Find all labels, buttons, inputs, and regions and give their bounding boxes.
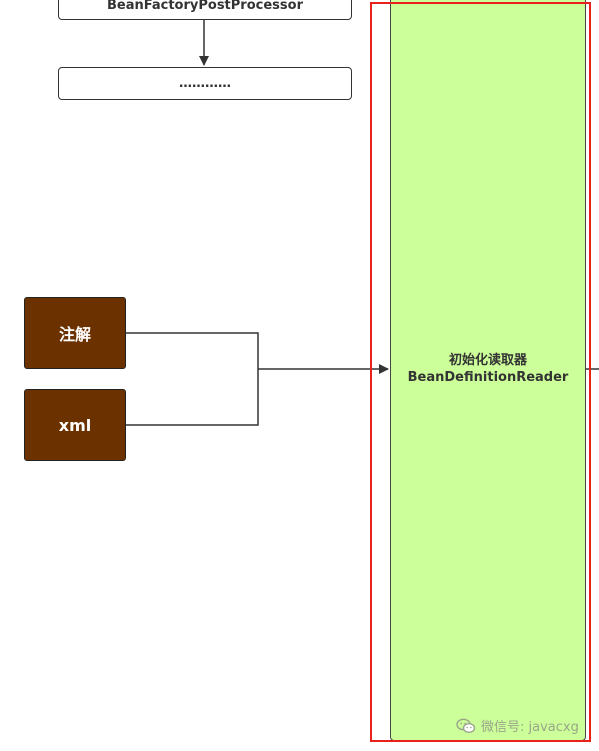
node-label: ………… [179,76,231,91]
edge-annotation-to-merge [126,332,259,369]
wechat-icon [456,718,476,734]
watermark: 微信号: javacxg [456,716,579,735]
reader-title-cn: 初始化读取器 [448,352,527,368]
reader-title-en: BeanDefinitionReader [407,369,569,385]
node-ellipsis: ………… [58,67,352,100]
node-label: BeanFactoryPostProcessor [106,0,303,13]
node-label: xml [58,415,92,435]
node-bean-factory-post-processor: BeanFactoryPostProcessor [58,0,352,20]
edge-xml-to-merge [126,369,259,426]
node-xml-source: xml [24,389,126,461]
watermark-text: 微信号: javacxg [481,720,579,735]
node-annotation-source: 注解 [24,297,126,369]
node-bean-definition-reader: 初始化读取器 BeanDefinitionReader [390,0,586,741]
node-label: 注解 [58,325,91,344]
